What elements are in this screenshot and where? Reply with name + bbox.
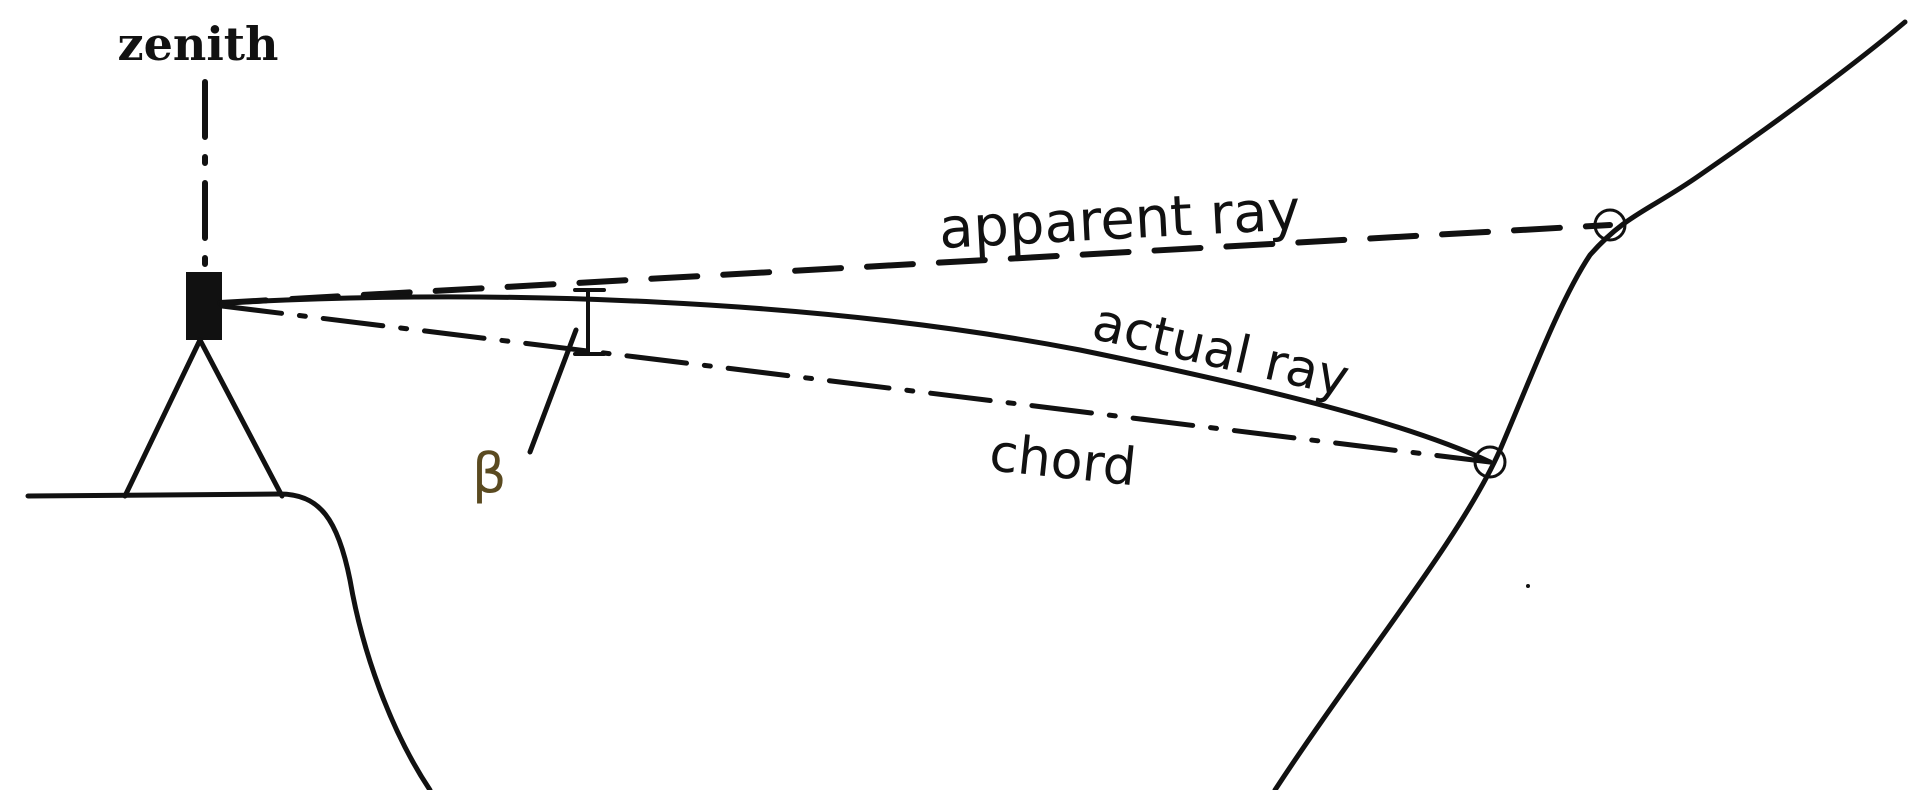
beta-leader-line	[527, 327, 579, 455]
stray-dot	[1526, 584, 1530, 588]
tripod-leg-right	[197, 337, 285, 499]
zenith-label: zenith	[118, 17, 279, 71]
chord-label: chord	[987, 423, 1139, 498]
apparent-ray-label: apparent ray	[937, 178, 1302, 262]
terrain-right	[1272, 19, 1908, 790]
apparent-ray-line	[217, 222, 1613, 306]
target-circle-upper	[1593, 208, 1627, 242]
instrument-head	[186, 272, 222, 340]
beta-label: β	[472, 442, 506, 505]
actual-ray-curve	[219, 294, 1493, 465]
tripod-leg-left	[122, 337, 203, 499]
chord-line	[219, 303, 1493, 465]
target-circle-lower	[1473, 445, 1507, 479]
ground-left	[25, 491, 433, 790]
actual-ray-label: actual ray	[1087, 292, 1354, 409]
